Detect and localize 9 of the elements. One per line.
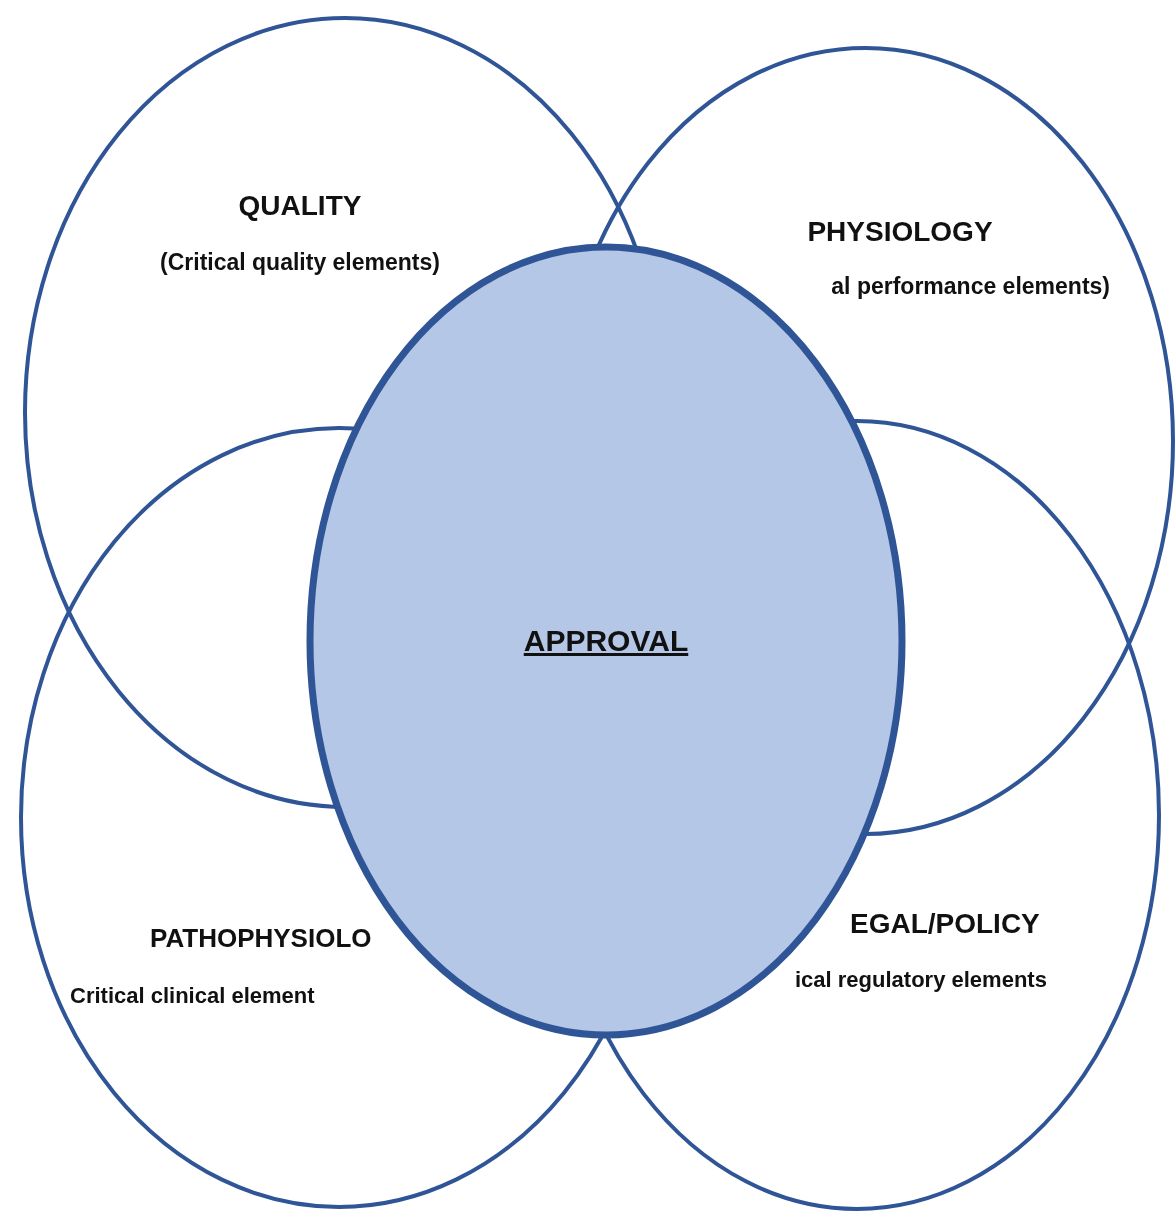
circle-subtitle: Critical clinical element <box>70 982 316 1010</box>
circle-heading: PHYSIOLOGY <box>806 215 994 249</box>
circle-subtitle: (Critical quality elements) <box>159 248 441 277</box>
circle-subtitle: al performance elements) <box>830 272 1110 301</box>
circle-heading: PATHOPHYSIOLO <box>150 922 373 955</box>
circle-heading: QUALITY <box>237 189 363 223</box>
circle-subtitle: ical regulatory elements <box>795 966 1048 994</box>
circle-heading: EGAL/POLICY <box>850 907 1041 941</box>
center-label: APPROVAL <box>522 623 690 659</box>
